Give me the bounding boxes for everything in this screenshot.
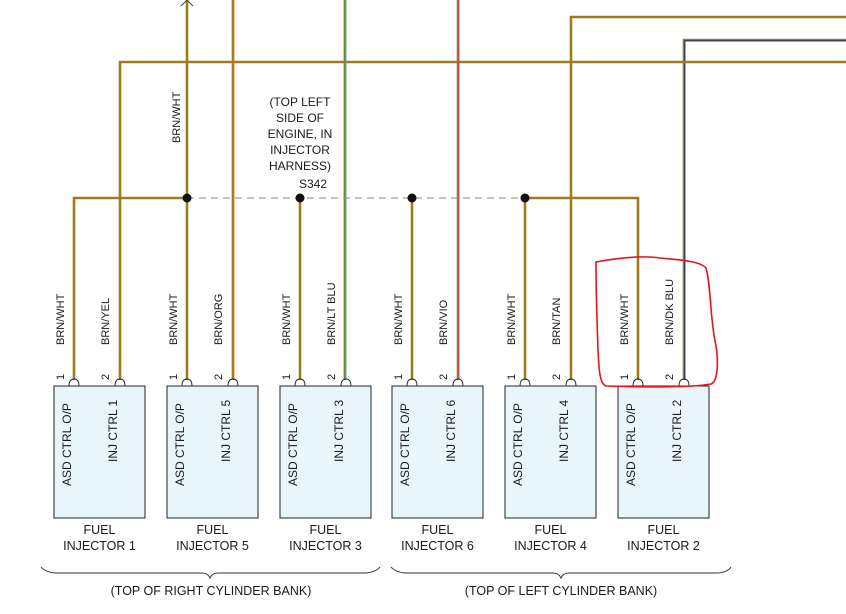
circuit-label: INJ CTRL 4 <box>557 399 571 462</box>
component-name: FUEL <box>84 523 116 537</box>
wire-inj1-ctrl-feed <box>118 60 846 380</box>
pin-number: 2 <box>551 374 563 380</box>
wire-color-label: BRN/WHT <box>506 293 518 345</box>
component-number: INJECTOR 2 <box>627 539 700 553</box>
injector: 1 2 BRN/WHT BRN/LT BLU ASD CTRL O/P INJ CTRL … <box>279 282 372 553</box>
splice-note-line: SIDE OF <box>276 111 324 125</box>
pin-number: 1 <box>168 374 180 380</box>
splice-note-line: HARNESS) <box>269 159 331 173</box>
bank-braces: (TOP OF RIGHT CYLINDER BANK) (TOP OF LEF… <box>40 566 732 598</box>
bank-label-left: (TOP OF LEFT CYLINDER BANK) <box>465 584 657 598</box>
circuit-label: ASD CTRL O/P <box>173 403 187 486</box>
injector-group: 1 2 BRN/WHT BRN/YEL ASD CTRL O/P INJ CTRL 1 FU… <box>53 279 710 553</box>
splice-dot <box>295 193 305 203</box>
connector-terminal <box>227 378 239 387</box>
circuit-label: INJ CTRL 2 <box>670 399 684 462</box>
wire-color-label: BRN/WHT <box>55 293 67 345</box>
connector-terminal <box>632 378 644 387</box>
wire-color-label: BRN/ORG <box>213 294 225 345</box>
injector-body <box>166 385 259 519</box>
branch-inj2 <box>525 196 640 380</box>
pin-number: 1 <box>281 374 293 380</box>
feeder-wires <box>118 0 846 380</box>
wire-inj2-ctrl-feed <box>682 38 846 380</box>
connector-terminal <box>565 378 577 387</box>
circuit-label: INJ CTRL 1 <box>106 399 120 462</box>
wire-color-label: BRN/VIO <box>438 299 450 345</box>
splice-id: S342 <box>299 177 327 191</box>
connector-terminal <box>452 378 464 387</box>
splice-note: (TOP LEFT SIDE OF ENGINE, IN INJECTOR HA… <box>268 95 333 191</box>
splice-dot <box>407 193 417 203</box>
injector-body <box>53 385 146 519</box>
injector: 1 2 BRN/WHT BRN/VIO ASD CTRL O/P INJ CTRL 6 FU… <box>391 293 484 553</box>
component-number: INJECTOR 1 <box>63 539 136 553</box>
wire-color-label: BRN/TAN <box>551 297 563 345</box>
pin-number: 2 <box>326 374 338 380</box>
connector-terminal <box>519 378 531 387</box>
wire-color-label: BRN/WHT <box>393 293 405 345</box>
wire-color-label: BRN/LT BLU <box>326 282 338 345</box>
brace-right-bank <box>40 566 381 580</box>
injector: 1 2 BRN/WHT BRN/DK BLU ASD CTRL O/P INJ CTRL … <box>617 279 710 553</box>
wire-inj4-ctrl-feed <box>569 15 846 380</box>
connector-terminal <box>406 378 418 387</box>
component-name: FUEL <box>197 523 229 537</box>
pin-number: 1 <box>55 374 67 380</box>
circuit-label: ASD CTRL O/P <box>286 403 300 486</box>
component-number: INJECTOR 4 <box>514 539 587 553</box>
circuit-label: INJ CTRL 6 <box>444 399 458 462</box>
red-annotation-outline <box>595 256 719 388</box>
bank-label-right: (TOP OF RIGHT CYLINDER BANK) <box>111 584 312 598</box>
injector: 1 2 BRN/WHT BRN/TAN ASD CTRL O/P INJ CTRL 4 FU… <box>504 293 597 553</box>
injector-body <box>504 385 597 519</box>
circuit-label: INJ CTRL 5 <box>219 399 233 462</box>
pin-number: 2 <box>664 374 676 380</box>
wire-color-label: BRN/WHT <box>619 293 631 345</box>
injector: 1 2 BRN/WHT BRN/YEL ASD CTRL O/P INJ CTRL 1 FU… <box>53 293 146 553</box>
connector-terminal <box>294 378 306 387</box>
component-number: INJECTOR 5 <box>176 539 249 553</box>
pin-number: 2 <box>213 374 225 380</box>
splice-note-line: (TOP LEFT <box>270 95 332 109</box>
brace-left-bank <box>390 566 732 580</box>
splice-dot <box>520 193 530 203</box>
circuit-label: ASD CTRL O/P <box>624 403 638 486</box>
injector-body <box>617 385 710 519</box>
pin-number: 1 <box>393 374 405 380</box>
connector-terminal <box>114 378 126 387</box>
connector-terminal <box>678 378 690 387</box>
splice-dot <box>182 193 192 203</box>
pin-number: 1 <box>619 374 631 380</box>
splice-note-line: INJECTOR <box>270 143 330 157</box>
pin-number: 2 <box>438 374 450 380</box>
connector-terminal <box>340 378 352 387</box>
component-name: FUEL <box>648 523 680 537</box>
circuit-label: ASD CTRL O/P <box>398 403 412 486</box>
wire-color-label: BRN/DK BLU <box>664 279 676 345</box>
component-number: INJECTOR 3 <box>289 539 362 553</box>
injector-body <box>279 385 372 519</box>
branch-inj1 <box>72 196 187 380</box>
circuit-label: ASD CTRL O/P <box>60 403 74 486</box>
injector-body <box>391 385 484 519</box>
component-name: FUEL <box>310 523 342 537</box>
component-number: INJECTOR 6 <box>401 539 474 553</box>
component-name: FUEL <box>535 523 567 537</box>
pin-number: 2 <box>100 374 112 380</box>
pin-number: 1 <box>506 374 518 380</box>
injector: 1 2 BRN/WHT BRN/ORG ASD CTRL O/P INJ CTRL 5 FU… <box>166 293 259 553</box>
circuit-label: INJ CTRL 3 <box>332 399 346 462</box>
wire-color-label: BRN/YEL <box>100 298 112 345</box>
splice-note-line: ENGINE, IN <box>268 127 333 141</box>
connector-terminal <box>68 378 80 387</box>
circuit-label: ASD CTRL O/P <box>511 403 525 486</box>
component-name: FUEL <box>422 523 454 537</box>
wire-color-label: BRN/WHT <box>168 293 180 345</box>
wire-color-label: BRN/WHT <box>171 91 183 143</box>
connector-terminal <box>181 378 193 387</box>
wire-color-label: BRN/WHT <box>281 293 293 345</box>
splice-s342 <box>72 193 640 380</box>
